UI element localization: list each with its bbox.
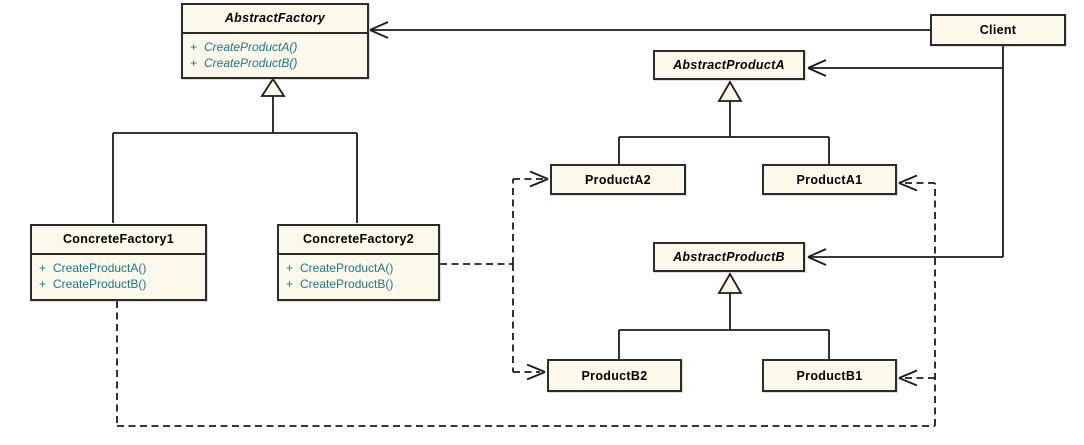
class-title: AbstractProductA (673, 58, 785, 72)
class-client: Client (930, 14, 1066, 46)
class-abstract-product-a: AbstractProductA (653, 50, 805, 80)
operation-row: + CreateProductA() (32, 260, 205, 276)
operation-signature: CreateProductA() (204, 40, 298, 54)
class-title: ProductB2 (581, 368, 648, 383)
class-product-b2: ProductB2 (547, 359, 682, 392)
operation-visibility: + (38, 261, 46, 275)
class-operations: + CreateProductA() + CreateProductB() (32, 255, 205, 292)
operation-row: + CreateProductA() (183, 39, 367, 55)
operation-signature: CreateProductB() (53, 277, 147, 291)
class-concrete-factory-1: ConcreteFactory1 + CreateProductA() + Cr… (30, 224, 207, 301)
class-abstract-product-b: AbstractProductB (653, 242, 805, 272)
operation-visibility: + (285, 277, 293, 291)
class-title: ProductA2 (585, 172, 651, 187)
class-title: ProductB1 (796, 368, 863, 383)
generalization-products-b (618, 272, 830, 359)
operation-visibility: + (189, 56, 197, 70)
dependency-concrete-factory-1-to-products (116, 174, 936, 427)
class-operations: + CreateProductA() + CreateProductB() (279, 255, 438, 292)
generalization-factories (112, 77, 358, 223)
class-abstract-factory: AbstractFactory + CreateProductA() + Cre… (181, 3, 369, 79)
operation-visibility: + (38, 277, 46, 291)
operation-row: + CreateProductA() (279, 260, 438, 276)
operation-signature: CreateProductB() (300, 277, 394, 291)
operation-visibility: + (285, 261, 293, 275)
operation-visibility: + (189, 40, 197, 54)
operation-row: + CreateProductB() (279, 276, 438, 292)
generalization-products-a (618, 80, 830, 164)
operation-signature: CreateProductA() (53, 261, 147, 275)
class-operations: + CreateProductA() + CreateProductB() (183, 34, 367, 71)
class-title: AbstractFactory (183, 5, 367, 34)
operation-signature: CreateProductB() (204, 56, 298, 70)
class-title: ProductA1 (796, 172, 863, 187)
class-title: Client (979, 23, 1017, 37)
class-title: ConcreteFactory1 (32, 226, 205, 255)
operation-signature: CreateProductA() (300, 261, 394, 275)
class-product-a2: ProductA2 (550, 164, 686, 195)
operation-row: + CreateProductB() (32, 276, 205, 292)
dependency-client-to-abstract-factory (369, 21, 930, 39)
class-title: AbstractProductB (673, 250, 785, 264)
operation-row: + CreateProductB() (183, 55, 367, 71)
dependency-concrete-factory-2-to-products (440, 170, 549, 381)
dependency-client-to-abstract-product-a (807, 59, 1003, 77)
class-product-a1: ProductA1 (762, 164, 897, 195)
dependency-client-to-abstract-product-b (807, 248, 1003, 266)
class-product-b1: ProductB1 (762, 359, 897, 392)
class-concrete-factory-2: ConcreteFactory2 + CreateProductA() + Cr… (277, 224, 440, 301)
class-title: ConcreteFactory2 (279, 226, 438, 255)
